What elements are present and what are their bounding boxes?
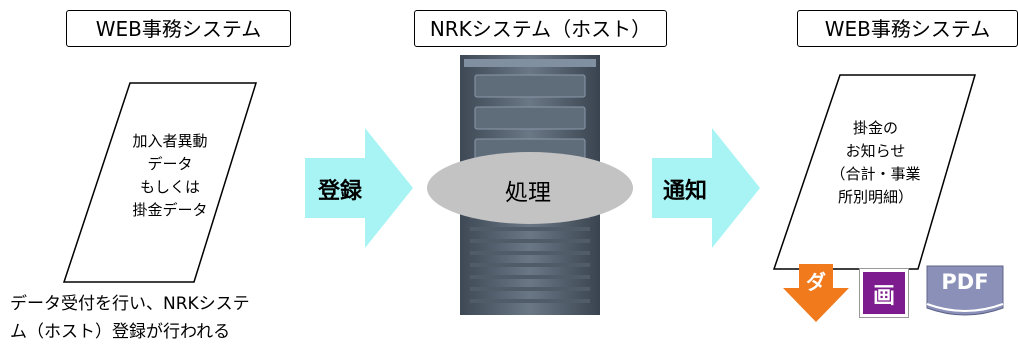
notify-arrow [652,128,760,248]
process-label: 処理 [505,180,551,206]
left-doc-line-1: 加入者異動 [132,132,208,150]
left-doc-line-2: データ [147,155,193,173]
right-doc-line-3: （合計・事業 [830,165,921,183]
pdf-icon [926,265,1004,316]
left-system-title: WEB事務システム [66,10,291,47]
right-document-shape [772,74,977,270]
left-document-text: 加入者異動 データ もしくは 掛金データ [100,130,240,222]
screen-icon [859,268,909,318]
right-doc-line-4: 所別明細） [837,188,913,206]
register-arrow [305,128,413,248]
right-doc-line-1: 掛金の [852,119,898,137]
right-system-title: WEB事務システム [797,10,1018,47]
left-document-shape [62,82,258,283]
left-doc-line-3: もしくは [139,178,200,196]
register-arrow-label: 登録 [318,179,363,204]
right-document-text: 掛金の お知らせ （合計・事業 所別明細） [813,117,938,209]
right-doc-line-2: お知らせ [845,142,906,160]
caption-line-1: データ受付を行い、NRKシステ [10,294,250,314]
caption: データ受付を行い、NRKシステ ム（ホスト）登録が行われる [10,290,250,346]
center-system-title: NRKシステム（ホスト） [414,10,667,47]
download-icon-label: ダ [806,270,826,294]
download-icon [783,264,849,322]
notify-arrow-label: 通知 [663,179,708,204]
left-doc-line-4: 掛金データ [132,201,208,219]
pdf-icon-label: PDF [941,270,989,294]
caption-line-2: ム（ホスト）登録が行われる [10,322,231,342]
screen-icon-label: 画 [872,284,895,309]
process-ellipse [427,152,633,224]
